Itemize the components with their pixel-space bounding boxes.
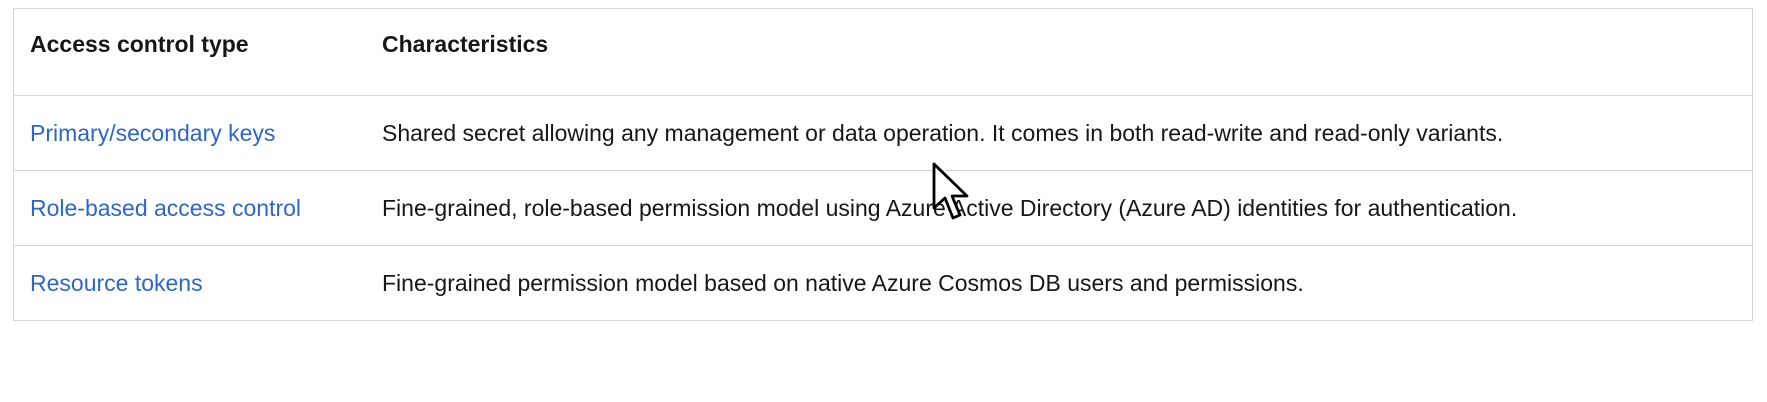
characteristics-cell: Fine-grained permission model based on n… [366,245,1752,320]
resource-tokens-link[interactable]: Resource tokens [30,270,203,296]
column-header-access-control-type: Access control type [30,31,249,57]
column-header-characteristics: Characteristics [382,31,549,57]
access-type-cell: Role-based access control [14,170,366,246]
primary-secondary-keys-link[interactable]: Primary/secondary keys [30,120,276,146]
access-type-cell: Primary/secondary keys [14,95,366,171]
access-control-table: Access control type Characteristics Prim… [14,9,1752,320]
access-type-cell: Resource tokens [14,245,366,320]
table-row: Role-based access control Fine-grained, … [14,170,1752,246]
characteristics-cell: Fine-grained, role-based permission mode… [366,170,1752,246]
role-based-access-control-link[interactable]: Role-based access control [30,195,302,221]
table-row: Resource tokens Fine-grained permission … [14,245,1752,320]
table-row: Primary/secondary keys Shared secret all… [14,95,1752,171]
access-control-table-container: Access control type Characteristics Prim… [13,8,1753,321]
table-header-row: Access control type Characteristics [14,9,1752,96]
characteristics-cell: Shared secret allowing any management or… [366,95,1752,171]
